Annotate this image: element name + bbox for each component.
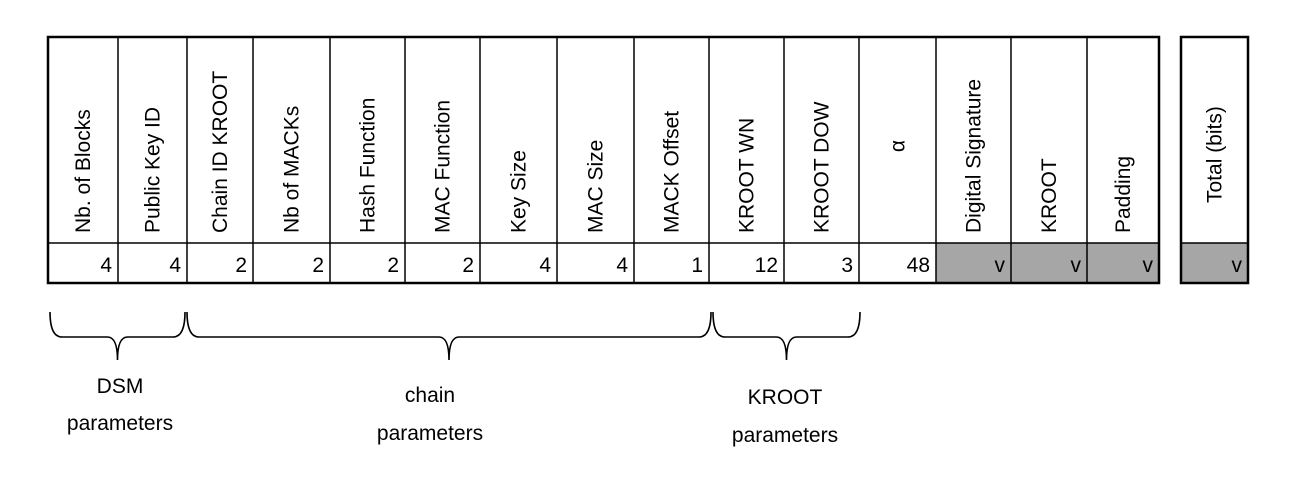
field-size-value: 48	[907, 254, 930, 277]
field-header-label: Nb. of Blocks	[72, 109, 95, 233]
field-header-label: Hash Function	[357, 98, 380, 233]
field-size-value: 2	[387, 254, 399, 277]
field-header-label: KROOT WN	[736, 118, 759, 233]
field-size-value: 4	[539, 254, 551, 277]
group-braces	[49, 311, 861, 361]
variable-field-fill	[936, 243, 1011, 283]
field-header-label: Key Size	[508, 150, 531, 233]
field-size-value: 1	[691, 254, 703, 277]
group-brace	[186, 311, 712, 361]
total-header-label: Total (bits)	[1204, 106, 1227, 203]
field-header-label: MACK Offset	[661, 111, 684, 233]
field-header-label: MAC Size	[585, 140, 608, 233]
field-size-value: 4	[616, 254, 628, 277]
group-caption-line1: KROOT	[748, 386, 823, 409]
table-border	[46, 35, 1161, 285]
total-column: Total (bits) v	[1179, 35, 1250, 285]
variable-field-fill	[1087, 243, 1159, 283]
group-caption-line2: parameters	[732, 424, 838, 447]
group-caption-line1: chain	[405, 384, 455, 407]
group-brace	[49, 311, 186, 361]
field-header-label: MAC Function	[432, 100, 455, 233]
field-size-value: v	[1143, 254, 1154, 277]
field-size-value: 4	[169, 254, 181, 277]
field-header-label: α	[887, 140, 910, 152]
group-caption-line2: parameters	[67, 412, 173, 435]
field-header-label: Public Key ID	[142, 107, 165, 233]
field-size-value: 4	[100, 254, 112, 277]
field-header-label: KROOT	[1038, 158, 1061, 233]
field-size-value: v	[995, 254, 1006, 277]
field-header-label: Padding	[1112, 156, 1135, 233]
field-header-label: KROOT DOW	[811, 101, 834, 233]
field-size-value: 2	[312, 254, 324, 277]
group-caption-line1: DSM	[97, 375, 144, 398]
total-border	[1179, 35, 1250, 285]
field-size-value: 3	[841, 254, 853, 277]
field-header-label: Nb of MACKs	[281, 106, 304, 233]
field-size-value: 2	[235, 254, 247, 277]
group-brace	[712, 311, 861, 361]
field-size-value: v	[1071, 254, 1082, 277]
field-header-label: Digital Signature	[963, 79, 986, 233]
field-size-value: 12	[755, 254, 778, 277]
total-value-fill	[1181, 243, 1248, 283]
variable-field-fill	[1011, 243, 1087, 283]
group-caption-line2: parameters	[377, 422, 483, 445]
field-header-label: Chain ID KROOT	[209, 71, 232, 233]
total-value: v	[1232, 254, 1243, 277]
field-size-value: 2	[462, 254, 474, 277]
group-captions: DSM parameters chain parameters KROOT paramet…	[67, 375, 838, 447]
